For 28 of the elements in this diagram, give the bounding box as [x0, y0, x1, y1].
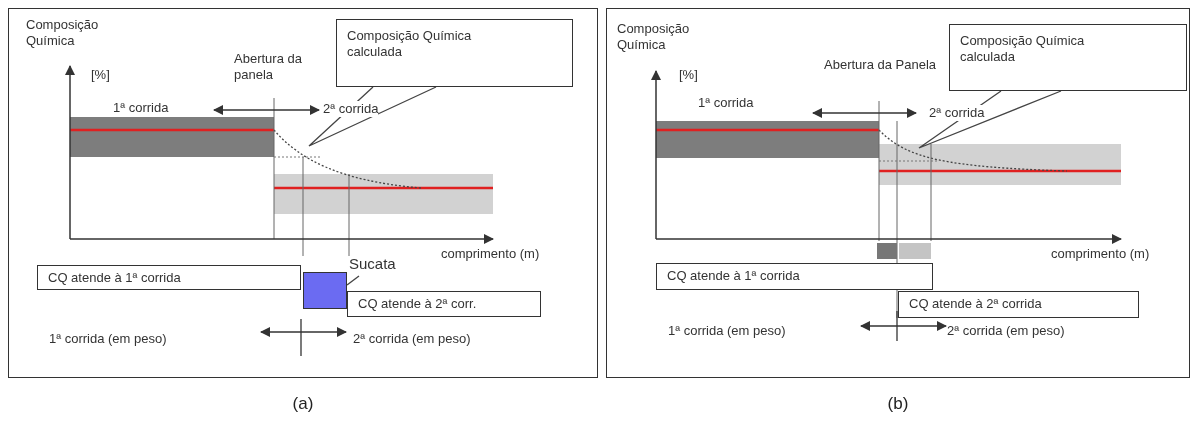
heat-label: 1ª corrida (em peso) [668, 323, 786, 339]
text-box: CQ atende à 1ª corrida [37, 265, 301, 290]
heat-label: 2ª corrida [929, 105, 985, 121]
axis-title: comprimento (m) [1051, 246, 1150, 262]
heat-label: 1ª corrida (em peso) [49, 331, 167, 347]
leader-line [346, 275, 360, 286]
heat-label: 2ª corrida (em peso) [353, 331, 471, 347]
chart-panel [606, 8, 1190, 378]
callout-box: Composição Química calculada [949, 24, 1187, 91]
unit-label: [%] [679, 67, 698, 83]
heat-label: 2ª corrida [323, 101, 379, 117]
text-box: CQ atende à 1ª corrida [656, 263, 933, 290]
axis-title: Composição Química [26, 17, 100, 49]
scrap-square [303, 272, 347, 309]
panel-caption: (a) [291, 394, 315, 414]
callout-box: Composição Química calculada [336, 19, 573, 87]
chart-panel [8, 8, 598, 378]
unit-label: [%] [91, 67, 110, 83]
panel-caption: (b) [886, 394, 910, 414]
text-box: CQ atende à 2ª corr. [347, 291, 541, 317]
callout-tail [308, 86, 437, 147]
callout-tail [918, 90, 1062, 149]
scrap-label: Sucata [349, 256, 411, 276]
text-box: CQ atende à 2ª corrida [898, 291, 1139, 318]
event-label: Abertura da panela [234, 51, 303, 83]
heat-label: 2ª corrida (em peso) [947, 323, 1065, 339]
axis-title: Composição Química [617, 21, 691, 53]
axis-title: comprimento (m) [441, 246, 540, 262]
